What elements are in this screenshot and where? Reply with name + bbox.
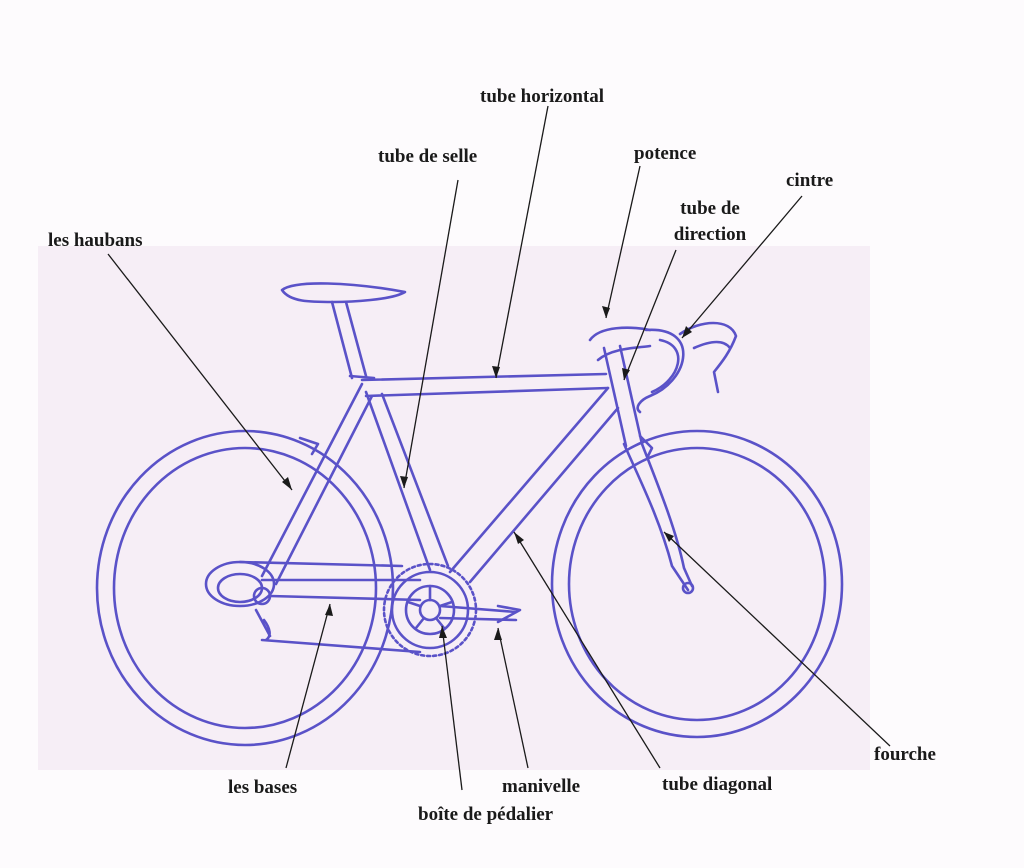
chain bbox=[238, 560, 422, 654]
leader-les-haubans bbox=[107, 253, 293, 491]
rear-wheel bbox=[95, 429, 395, 747]
leader-tube-horizontal bbox=[495, 105, 549, 379]
label-tube-de-direction: tube de direction bbox=[660, 198, 760, 246]
leader-tube-diagonal bbox=[513, 531, 661, 769]
label-les-haubans: les haubans bbox=[48, 230, 143, 251]
fork bbox=[622, 442, 694, 592]
label-boite-de-pedalier: boîte de pédalier bbox=[418, 804, 554, 825]
leader-tube-de-direction bbox=[623, 249, 677, 381]
leader-potence bbox=[605, 165, 641, 319]
brake-lever bbox=[678, 321, 738, 394]
top-tube bbox=[360, 372, 610, 398]
label-cintre: cintre bbox=[786, 170, 834, 191]
drawing-panel bbox=[38, 246, 870, 770]
label-tube-horizontal: tube horizontal bbox=[480, 86, 605, 107]
front-wheel bbox=[550, 429, 844, 739]
label-tube-de-direction-line2: direction bbox=[673, 224, 747, 245]
leader-fourche bbox=[663, 531, 891, 747]
label-les-bases: les bases bbox=[228, 777, 298, 798]
handlebar bbox=[636, 328, 685, 414]
label-tube-de-selle: tube de selle bbox=[378, 146, 478, 167]
saddle bbox=[280, 282, 407, 304]
head-tube bbox=[602, 344, 644, 448]
label-tube-de-direction-line1: tube de bbox=[680, 198, 740, 219]
label-potence: potence bbox=[634, 143, 697, 164]
seat-stays bbox=[260, 382, 374, 586]
label-fourche: fourche bbox=[874, 744, 936, 765]
leader-tube-de-selle bbox=[403, 179, 459, 489]
leader-manivelle bbox=[497, 627, 529, 769]
leader-les-bases bbox=[285, 603, 331, 769]
seat-tube bbox=[364, 390, 450, 572]
seat-post bbox=[330, 300, 368, 380]
down-tube bbox=[448, 386, 620, 584]
label-tube-diagonal: tube diagonal bbox=[662, 774, 773, 795]
leader-boite-de-pedalier bbox=[441, 625, 463, 791]
label-manivelle: manivelle bbox=[502, 776, 581, 797]
leader-cintre bbox=[681, 195, 803, 339]
